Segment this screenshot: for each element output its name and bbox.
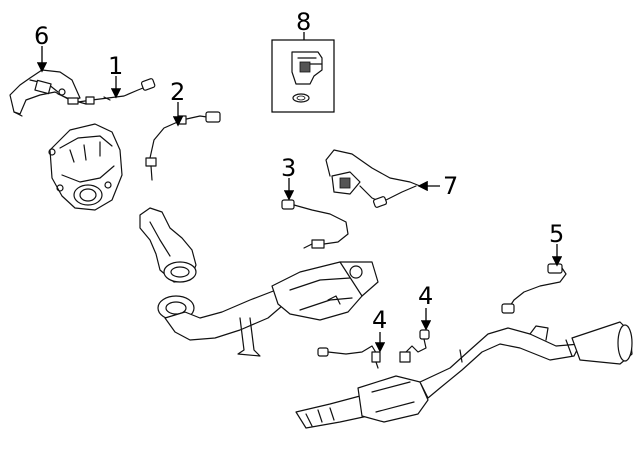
part-5-sensor[interactable] — [501, 263, 567, 314]
callout-6: 6 — [34, 22, 49, 50]
part-2-sensor[interactable] — [145, 111, 221, 181]
turbo-heat-shield[interactable] — [48, 123, 123, 211]
part-8-inset[interactable] — [271, 39, 335, 113]
part-7-harness-module[interactable] — [325, 149, 421, 208]
callout-2: 2 — [170, 78, 185, 106]
callout-8: 8 — [296, 8, 311, 36]
part-6-bracket-sensor[interactable] — [9, 69, 87, 117]
callout-3: 3 — [281, 154, 296, 182]
callout-1: 1 — [108, 52, 123, 80]
part-4-sensor-left[interactable] — [317, 345, 381, 369]
callout-leaders — [36, 32, 563, 353]
part-3-sensor[interactable] — [281, 199, 349, 249]
callout-7: 7 — [443, 172, 458, 200]
callout-4-left: 4 — [372, 306, 387, 334]
callout-5: 5 — [549, 220, 564, 248]
down-pipe[interactable] — [139, 207, 197, 283]
front-pipe-catalyst[interactable] — [157, 261, 379, 357]
callout-4-right: 4 — [418, 282, 433, 310]
rear-pipe-dpf-tailpipe[interactable] — [295, 321, 633, 429]
part-1-sensor[interactable] — [67, 78, 156, 105]
part-4-sensor-right[interactable] — [399, 329, 430, 363]
